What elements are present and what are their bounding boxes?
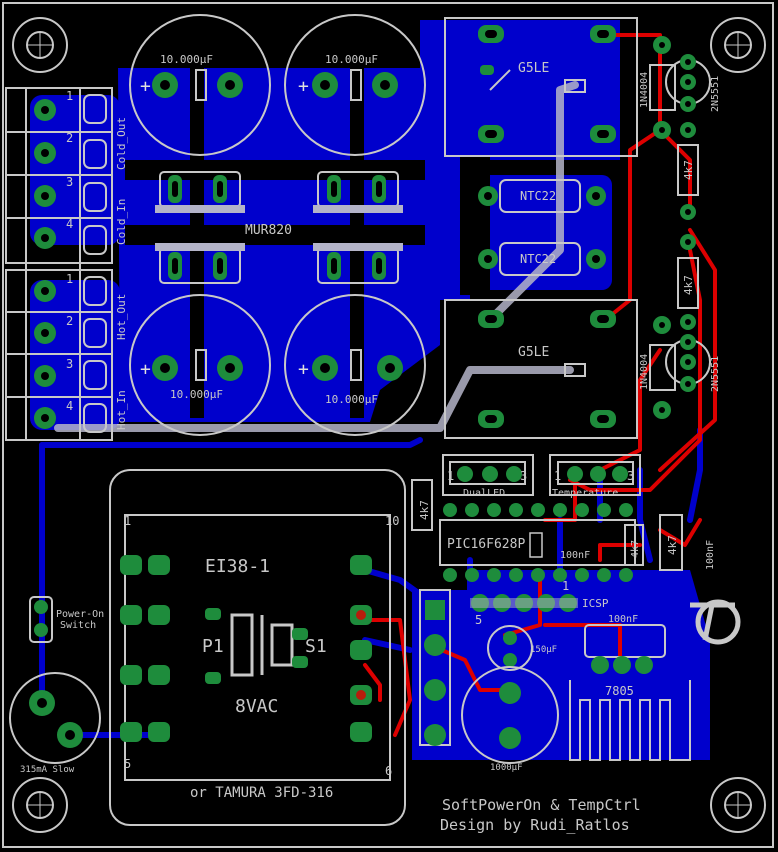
fuse-label: 315mA Slow <box>20 765 75 775</box>
right-column-parts: 1N4004 1N4004 2N5551 2N5551 4k7 4k7 <box>639 36 721 419</box>
resistor-r5-label: 4k7 <box>666 535 679 555</box>
cap-c3-label: 10.000µF <box>170 388 223 401</box>
pin-label: 2 <box>66 314 73 328</box>
transformer-pin6: 6 <box>385 764 392 778</box>
cap-c1-label: 10.000µF <box>160 53 213 66</box>
cap-1000uf-label: 1000µF <box>490 763 523 773</box>
connector-temperature: 1 3 Temperature <box>549 454 641 499</box>
footer-title: SoftPowerOn & TempCtrl <box>442 796 641 814</box>
temp-pin1: 1 <box>554 469 561 483</box>
capacitor-c4: + 10.000µF <box>284 294 426 436</box>
mounting-holes <box>12 17 766 833</box>
high-current-trace <box>54 81 579 432</box>
terminal-hot-in: Hot_In <box>115 390 128 430</box>
icsp-header: ICSP 5 1 <box>470 579 609 627</box>
diode-d2-label: 1N4004 <box>639 354 650 390</box>
transformer-pin5: 5 <box>124 757 131 771</box>
relay-k2-label: G5LE <box>518 345 549 360</box>
switch-label: Switch <box>60 620 96 631</box>
terminal-cold-in: Cold_In <box>115 199 128 245</box>
pin-label: 1 <box>66 89 73 103</box>
capacitor-c1: + 10.000µF <box>129 14 271 156</box>
icsp-label: ICSP <box>582 597 609 610</box>
transformer-alt: or TAMURA 3FD-316 <box>190 785 333 801</box>
regulator-label: 7805 <box>605 684 634 698</box>
mounting-hole-bl <box>12 777 68 833</box>
designer-logo <box>690 599 741 645</box>
cap-100nf-right: 100nF <box>705 540 716 570</box>
top-traces <box>363 33 717 737</box>
svg-text:+: + <box>140 76 151 97</box>
capacitor-c3: + 10.000µF <box>129 294 271 436</box>
temperature-label: Temperature <box>552 488 618 499</box>
transformer-pin10: 10 <box>385 514 399 528</box>
terminal-blocks: 1 2 3 4 1 2 3 4 Cold_Out Cold_In Hot_Out… <box>5 87 128 441</box>
cap-c4-label: 10.000µF <box>325 393 378 406</box>
mounting-hole-br <box>710 777 766 833</box>
dual-led-pin3: 3 <box>520 469 527 483</box>
rectifier-diodes: MUR820 <box>155 171 403 284</box>
transformer-label: EI38-1 <box>205 556 270 577</box>
resistor-r4-label: 4k7 <box>630 540 641 558</box>
temp-pin3: 3 <box>627 469 634 483</box>
pin-label: 4 <box>66 217 73 231</box>
regulator-cap-label: 100nF <box>608 614 638 625</box>
resistor-r2-label: 4k7 <box>682 275 695 295</box>
transformer-voltage: 8VAC <box>235 696 278 717</box>
dual-led-label: DualLED <box>463 488 505 499</box>
capacitor-c2: + 10.000µF <box>284 14 426 156</box>
mounting-hole-tr <box>710 17 766 73</box>
transistor-t2-label: 2N5551 <box>710 356 721 392</box>
terminal-cold-out: Cold_Out <box>115 117 128 170</box>
ntc-n2-label: NTC22 <box>520 252 556 266</box>
transformer: 1 10 5 6 EI38-1 P1 S1 8VAC or TAMURA 3FD… <box>109 469 406 826</box>
fuse-holder: 315mA Slow <box>9 672 101 775</box>
pin-label: 3 <box>66 175 73 189</box>
pin-label: 3 <box>66 357 73 371</box>
svg-text:+: + <box>140 359 151 380</box>
terminal-hot-out: Hot_Out <box>115 294 128 340</box>
transformer-primary: P1 <box>202 636 224 657</box>
diode-d1-label: 1N4004 <box>639 72 650 108</box>
mcu-label: PIC16F628P <box>447 537 525 552</box>
dual-led-pin1: 1 <box>447 469 454 483</box>
regulator-section: 150µF 1000µF 7805 100nF <box>419 589 691 773</box>
power-on-label: Power-On <box>56 609 104 620</box>
relay-k2: G5LE <box>444 299 638 439</box>
mounting-hole-tl <box>12 17 68 73</box>
transformer-secondary: S1 <box>305 636 327 657</box>
mcu-cap-label: 100nF <box>560 550 590 561</box>
icsp-pin1: 1 <box>562 579 569 593</box>
cap-150uf-label: 150µF <box>530 645 557 655</box>
pin-label: 2 <box>66 131 73 145</box>
rectifier-label: MUR820 <box>245 223 292 238</box>
ntc-thermistors: NTC22 NTC22 <box>478 179 606 276</box>
relay-k1-label: G5LE <box>518 61 549 76</box>
cap-c2-label: 10.000µF <box>325 53 378 66</box>
ntc-n1-label: NTC22 <box>520 189 556 203</box>
mcu-pic16f628: PIC16F628P 100nF 4k7 4k7 4k7 100nF <box>411 479 716 582</box>
relay-k1: G5LE <box>444 17 638 157</box>
power-on-switch: Power-On Switch <box>29 596 104 643</box>
footer-author: Design by Rudi_Ratlos <box>440 816 630 834</box>
svg-text:+: + <box>298 359 309 380</box>
transformer-pin1: 1 <box>124 514 131 528</box>
transistor-t1-label: 2N5551 <box>710 76 721 112</box>
resistor-r1-label: 4k7 <box>682 160 695 180</box>
resistor-r3-label: 4k7 <box>418 500 431 520</box>
icsp-pin5: 5 <box>475 613 482 627</box>
connector-dual-led: 1 3 DualLED <box>442 454 534 499</box>
pin-label: 4 <box>66 399 73 413</box>
pin-label: 1 <box>66 272 73 286</box>
svg-text:+: + <box>298 76 309 97</box>
